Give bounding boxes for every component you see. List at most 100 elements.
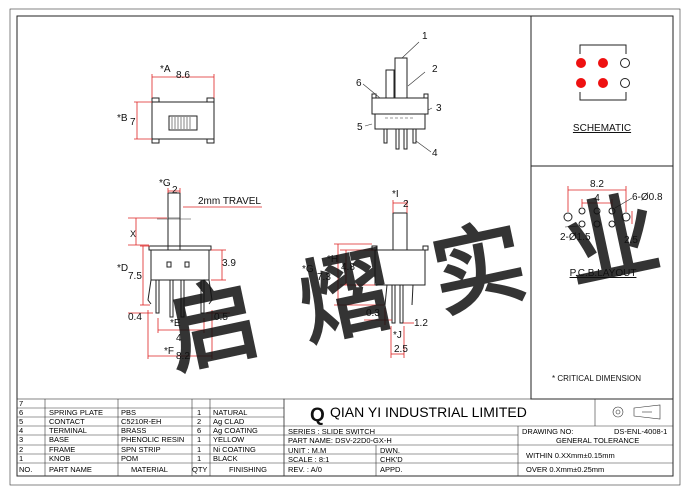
unit-field: UNIT : M.M bbox=[288, 446, 327, 455]
bom-cell-qty: 1 bbox=[197, 454, 202, 463]
dim-g-label: *G bbox=[159, 178, 171, 189]
dim-12-value: 1.2 bbox=[414, 318, 428, 329]
bom-cell-qty: 6 bbox=[197, 426, 202, 435]
bom-row: 2 FRAME SPN STRIP 1 Ni COATING bbox=[17, 445, 284, 454]
bom-cell-no: 1 bbox=[19, 454, 24, 463]
top-view bbox=[134, 74, 215, 144]
tolerance-over: OVER 0.Xmm±0.25mm bbox=[526, 465, 605, 474]
dim-f-value: 8.2 bbox=[176, 351, 190, 362]
dwn-field: DWN. bbox=[380, 446, 400, 455]
dim-h-label: *H bbox=[327, 254, 338, 265]
bom-cell-qty: 2 bbox=[197, 417, 202, 426]
callout-5: 5 bbox=[357, 122, 363, 133]
dim-e-value: 4 bbox=[176, 333, 182, 344]
bom-cell-part: FRAME bbox=[49, 445, 76, 454]
bom-cell-no: 7 bbox=[19, 399, 24, 408]
bom-cell-qty: 1 bbox=[197, 408, 202, 417]
callout-2: 2 bbox=[432, 64, 438, 75]
bom-header-part: PART NAME bbox=[49, 465, 92, 474]
dim-j-label: *J bbox=[393, 330, 402, 341]
rev-field: REV. : A/0 bbox=[288, 465, 322, 474]
company-watermark: 启 熠 实 业 bbox=[157, 178, 674, 388]
dim-b-label: *B bbox=[117, 113, 128, 124]
pcb-dim-4: 4 bbox=[594, 193, 600, 204]
dim-g-value: 2 bbox=[172, 185, 178, 196]
callout-1: 1 bbox=[422, 31, 428, 42]
schematic-title: SCHEMATIC bbox=[573, 123, 631, 134]
tolerance-within: WITHIN 0.XXmm±0.15mm bbox=[526, 451, 615, 460]
title-block-grid bbox=[283, 398, 674, 477]
bom-cell-part: BASE bbox=[49, 435, 70, 444]
bom-cell-part: SPRING PLATE bbox=[49, 408, 104, 417]
side-view-top bbox=[362, 41, 433, 153]
bom-cell-finish: Ni COATING bbox=[213, 445, 256, 454]
tolerance-title: GENERAL TOLERANCE bbox=[556, 436, 640, 445]
bom-cell-finish: YELLOW bbox=[213, 435, 245, 444]
bom-header-no: NO. bbox=[19, 465, 33, 474]
bom-row: 5 CONTACT C5210R-EH 2 Ag CLAD bbox=[17, 417, 284, 426]
dim-i-label: *I bbox=[392, 189, 399, 200]
bom-cell-no: 6 bbox=[19, 408, 24, 417]
bom-cell-no: 5 bbox=[19, 417, 24, 426]
bom-cell-qty: 1 bbox=[197, 435, 202, 444]
bom-cell-finish: BLACK bbox=[213, 454, 238, 463]
dim-39-value: 3.9 bbox=[222, 258, 236, 269]
bom-cell-material: SPN STRIP bbox=[121, 445, 161, 454]
bom-cell-no: 2 bbox=[19, 445, 24, 454]
drawing-stamp bbox=[612, 404, 661, 420]
dim-d-label: *D bbox=[117, 263, 128, 274]
dim-x-label: X bbox=[130, 229, 136, 239]
series-field: SERIES : SLIDE SWITCH bbox=[288, 427, 376, 436]
bom-row: 4 TERMINAL BRASS 6 Ag COATING bbox=[17, 426, 284, 435]
dim-a-value: 8.6 bbox=[176, 70, 190, 81]
appd-field: APPD. bbox=[380, 465, 403, 474]
bom-cell-finish: NATURAL bbox=[213, 408, 248, 417]
bom-header-finish: FINISHING bbox=[229, 465, 267, 474]
bom-cell-no: 3 bbox=[19, 435, 24, 444]
bom-header-qty: QTY bbox=[192, 465, 208, 474]
dim-d-value: 7.5 bbox=[128, 271, 142, 282]
bom-cell-no: 4 bbox=[19, 426, 24, 435]
pcb-dim-25: 2.5 bbox=[624, 235, 638, 246]
bom-cell-qty: 1 bbox=[197, 445, 202, 454]
drawing-no-label: DRAWING NO: bbox=[522, 427, 574, 436]
title-block: QIAN YI INDUSTRIAL LIMITED SERIES : SLID… bbox=[284, 399, 673, 476]
pcb-layout-diagram bbox=[563, 186, 633, 228]
pcb-mount-holes: 2-Ø1.5 bbox=[560, 232, 591, 243]
schematic-diagram bbox=[576, 44, 630, 101]
dim-g2-value: 7.3 bbox=[317, 272, 331, 283]
scale-field: SCALE : 8:1 bbox=[288, 455, 330, 464]
bom-cell-finish: Ag COATING bbox=[213, 426, 258, 435]
dim-g2-label: *G bbox=[302, 264, 314, 275]
company-name: QIAN YI INDUSTRIAL LIMITED bbox=[330, 404, 527, 420]
outer-border bbox=[9, 8, 681, 486]
dim-h-value: 4.8 bbox=[341, 262, 355, 273]
side-view-bottom bbox=[334, 200, 429, 358]
dim-04-value: 0.4 bbox=[128, 312, 142, 323]
pcb-title: P.C.B.LAYOUT bbox=[570, 268, 637, 279]
bom-cell-material: C5210R-EH bbox=[121, 417, 162, 426]
bom-cell-material: PBS bbox=[121, 408, 137, 417]
bom-cell-part: TERMINAL bbox=[49, 426, 87, 435]
bom-cell-material: POM bbox=[121, 454, 139, 463]
chk-field: CHK'D bbox=[380, 455, 403, 464]
callout-6: 6 bbox=[356, 78, 362, 89]
schematic-box bbox=[530, 15, 674, 167]
travel-note: 2mm TRAVEL bbox=[198, 196, 261, 207]
drawing-no-value: DS-ENL-4008-1 bbox=[614, 427, 668, 436]
callout-3: 3 bbox=[436, 103, 442, 114]
bom-header-row: NO. PART NAME MATERIAL QTY FINISHING bbox=[17, 465, 284, 475]
pcb-dim-82: 8.2 bbox=[590, 179, 604, 190]
bom-cell-part: CONTACT bbox=[49, 417, 85, 426]
bom-cell-finish: Ag CLAD bbox=[213, 417, 245, 426]
dim-b-value: 7 bbox=[130, 117, 136, 128]
dim-05-value: 0.5 bbox=[214, 312, 228, 323]
dim-a-label: *A bbox=[160, 64, 171, 75]
bom-cell-material: BRASS bbox=[121, 426, 147, 435]
bom-row: 7 bbox=[17, 399, 284, 408]
bom-cell-part: KNOB bbox=[49, 454, 71, 463]
dim-j-value: 2.5 bbox=[394, 344, 408, 355]
